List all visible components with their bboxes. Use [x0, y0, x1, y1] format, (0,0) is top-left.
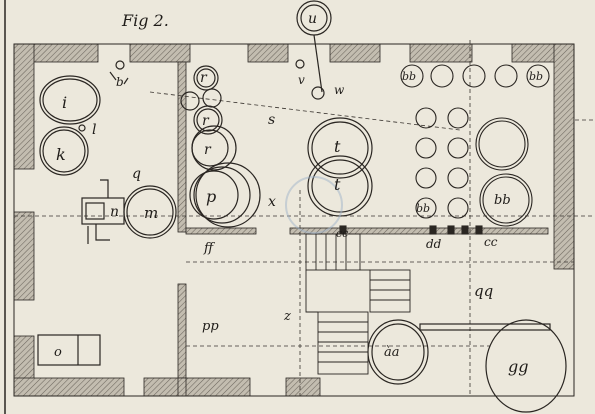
label-r1: r — [200, 70, 208, 86]
label-aa: àa — [384, 345, 400, 360]
label-p: p — [206, 187, 216, 206]
label-pp: pp — [202, 319, 219, 334]
figure-title: Fig 2. — [121, 11, 169, 30]
label-u: u — [308, 11, 317, 27]
building-outline — [13, 43, 575, 397]
centre-room-fixtures — [180, 0, 373, 228]
label-m: m — [144, 204, 158, 222]
label-bb1: bb — [402, 70, 416, 83]
label-w: w — [334, 83, 345, 97]
label-ff: ff — [203, 241, 216, 256]
label-r3: r — [204, 142, 212, 158]
label-t2: t — [334, 175, 341, 194]
right-room-fixtures — [339, 64, 550, 235]
label-cc2: cc — [484, 235, 498, 249]
label-l: l — [92, 122, 96, 138]
label-r2: r — [202, 113, 210, 129]
label-x: x — [268, 194, 276, 210]
label-o: o — [54, 345, 62, 360]
label-gg: gg — [508, 357, 528, 376]
label-v: v — [298, 73, 305, 87]
label-b: b — [116, 75, 124, 89]
label-qq: qq — [474, 282, 493, 300]
label-q: q — [132, 166, 141, 182]
label-bb3: bb — [416, 202, 430, 215]
library-stamp — [285, 176, 343, 234]
stairs — [305, 233, 411, 375]
lower-right-fixtures — [367, 319, 567, 413]
label-z: z — [283, 309, 291, 324]
label-cc1: cc — [336, 227, 348, 240]
label-bb2: bb — [529, 70, 543, 83]
outer-walls — [13, 43, 575, 397]
label-t1: t — [334, 137, 341, 156]
label-s: s — [268, 112, 275, 128]
label-dd: dd — [426, 237, 442, 251]
left-room-fixtures — [37, 60, 177, 366]
label-n: n — [110, 204, 119, 220]
dashed-lines — [14, 40, 595, 396]
label-k: k — [56, 145, 66, 164]
labels: Fig 2. b i l k q n m o r r r p s x ff pp… — [54, 11, 543, 376]
label-i: i — [62, 93, 67, 112]
label-bb4: bb — [494, 193, 511, 208]
